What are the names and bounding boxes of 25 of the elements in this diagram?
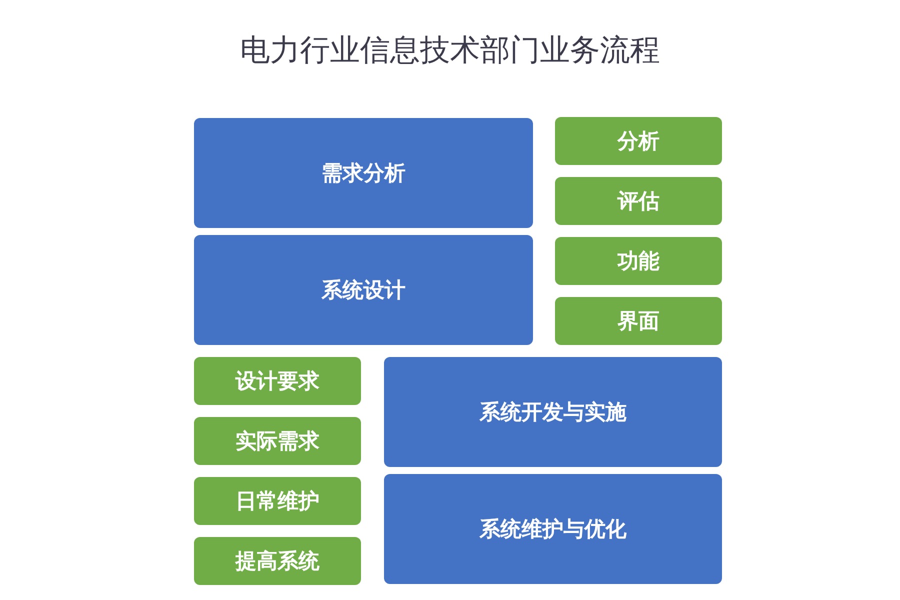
block-label: 系统设计	[322, 276, 406, 304]
block-label: 需求分析	[322, 159, 406, 187]
block-label: 系统维护与优化	[480, 515, 626, 543]
task-block	[194, 417, 361, 465]
stage-block	[384, 474, 722, 584]
stage-block	[194, 235, 533, 345]
diagram-title: 电力行业信息技术部门业务流程	[239, 32, 661, 70]
task-block	[194, 477, 361, 525]
block-label: 提高系统	[236, 547, 320, 575]
block-label: 分析	[618, 127, 660, 155]
block-label: 评估	[618, 187, 660, 215]
stage-block	[194, 118, 533, 228]
task-block	[555, 177, 722, 225]
task-block	[194, 357, 361, 405]
block-label: 系统开发与实施	[480, 398, 626, 426]
block-label: 功能	[618, 247, 660, 275]
block-label: 界面	[618, 307, 660, 335]
block-label: 实际需求	[236, 427, 320, 455]
stage-block	[384, 357, 722, 467]
block-label: 日常维护	[236, 487, 320, 515]
block-label: 设计要求	[236, 367, 320, 395]
task-block	[555, 297, 722, 345]
task-block	[194, 537, 361, 585]
task-block	[555, 237, 722, 285]
task-block	[555, 117, 722, 165]
